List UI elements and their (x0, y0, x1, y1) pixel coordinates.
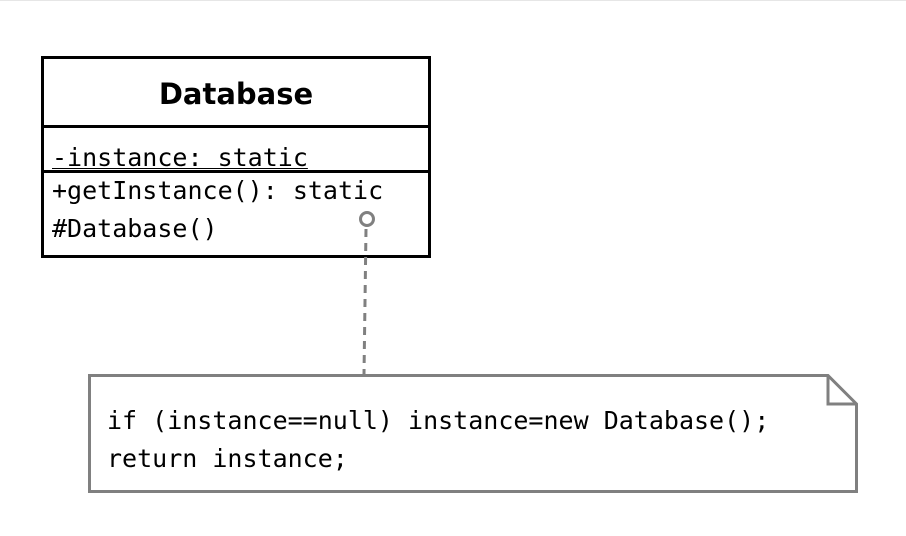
note-shape (88, 374, 858, 493)
attributes-compartment: -instance: static (44, 128, 428, 173)
note-line-2: return instance; (107, 444, 348, 473)
uml-note[interactable]: if (instance==null) instance=new Databas… (88, 374, 858, 493)
operation-get-instance: +getInstance(): static (52, 176, 384, 205)
class-name: Database (44, 59, 428, 128)
uml-class-database[interactable]: Database -instance: static +getInstance(… (41, 56, 431, 258)
operation-constructor: #Database() (52, 214, 218, 243)
top-divider (0, 0, 906, 1)
attribute-instance: -instance: static (52, 143, 308, 172)
note-folded-corner (826, 375, 857, 406)
note-line-1: if (instance==null) instance=new Databas… (107, 406, 770, 435)
note-outline (88, 374, 858, 493)
